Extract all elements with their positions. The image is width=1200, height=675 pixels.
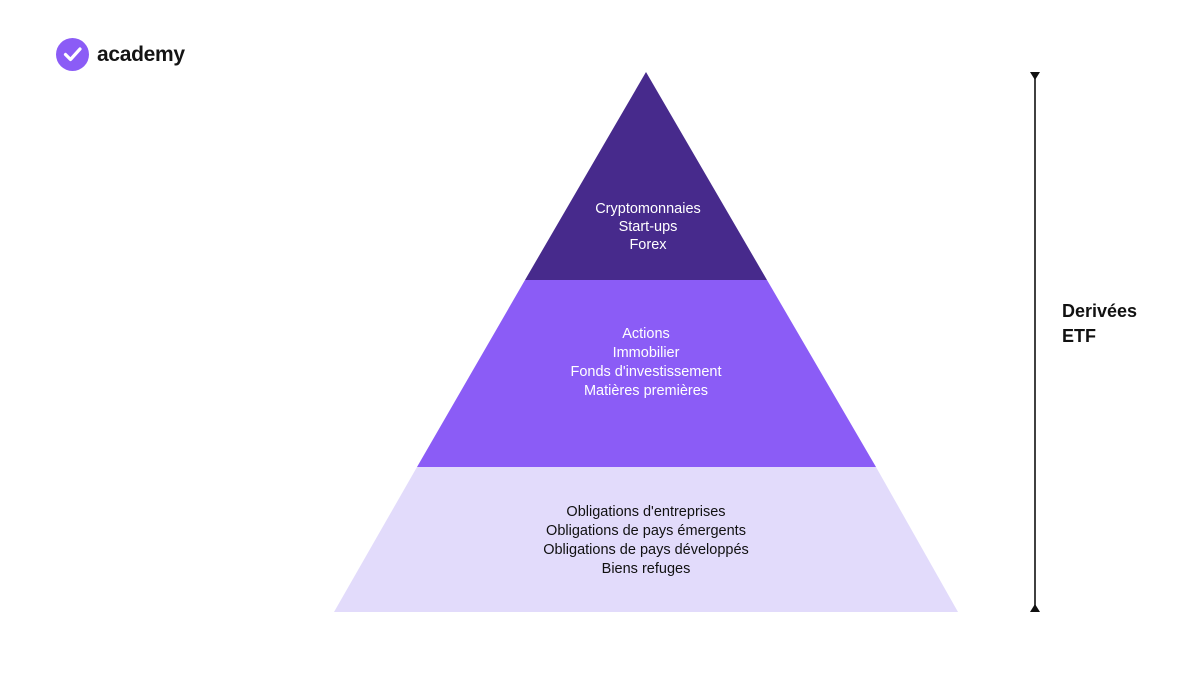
tier-bottom-label-4: Biens refuges — [602, 561, 691, 577]
tier-bottom-label-3: Obligations de pays développés — [543, 542, 749, 558]
side-label-2: ETF — [1062, 326, 1096, 346]
pyramid-tier-bottom — [334, 467, 958, 612]
tier-bottom-label-1: Obligations d'entreprises — [566, 504, 725, 520]
tier-top-label-3: Forex — [629, 237, 667, 253]
brand-name: academy — [97, 42, 185, 66]
tier-middle-label-4: Matières premières — [584, 383, 708, 399]
side-label-1: Derivées — [1062, 301, 1137, 321]
tier-bottom-label-2: Obligations de pays émergents — [546, 523, 746, 539]
tier-middle-label-1: Actions — [622, 326, 670, 342]
tier-top-label-1: Cryptomonnaies — [595, 201, 701, 217]
check-badge-icon — [56, 38, 89, 71]
pyramid-tier-top — [525, 72, 767, 280]
tier-middle-label-2: Immobilier — [613, 345, 680, 361]
tier-middle-label-3: Fonds d'investissement — [570, 364, 721, 380]
tier-top-label-2: Start-ups — [619, 219, 678, 235]
pyramid-tier-middle — [417, 280, 876, 467]
brand-logo: academy — [56, 38, 185, 71]
range-bracket-bottom-arrow — [1030, 604, 1040, 612]
range-bracket-top-arrow — [1030, 72, 1040, 80]
